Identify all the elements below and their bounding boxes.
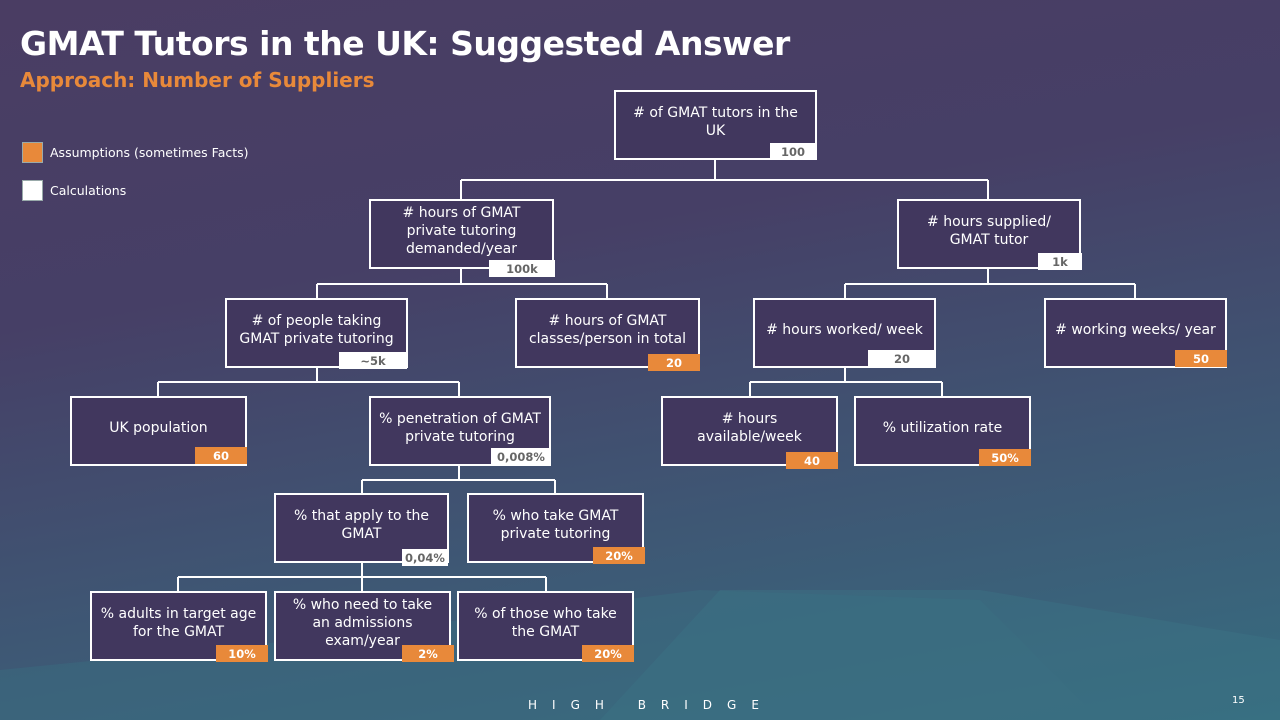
node-label: # hours available/week [697, 411, 802, 445]
tree-node: % penetration of GMAT private tutoring [369, 396, 551, 466]
node-label: % utilization rate [882, 420, 1003, 436]
white-swatch [22, 180, 43, 201]
brand-logo: HIGH BRIDGE [528, 698, 774, 712]
node-value-badge: 20% [593, 547, 645, 564]
node-value-badge: 100 [770, 143, 816, 160]
node-value-badge: 0,008% [491, 448, 551, 465]
node-value-badge: ~5k [339, 352, 407, 369]
page-title: GMAT Tutors in the UK: Suggested Answer [20, 24, 790, 63]
node-value-badge: 1k [1038, 253, 1082, 270]
node-label: # hours worked/ week [766, 322, 923, 338]
node-value-badge: 0,04% [402, 549, 448, 566]
node-label: # hours of GMAT classes/person in total [528, 313, 687, 347]
node-label: % who take GMAT private tutoring [492, 508, 619, 542]
tree-node: % who take GMAT private tutoring [467, 493, 644, 563]
node-label: UK population [109, 420, 208, 436]
node-label: # working weeks/ year [1055, 322, 1216, 338]
node-value-badge: 60 [195, 447, 247, 464]
node-value-badge: 20% [582, 645, 634, 662]
node-value-badge: 50% [979, 449, 1031, 466]
legend-label: Assumptions (sometimes Facts) [50, 145, 249, 160]
legend-assumptions: Assumptions (sometimes Facts) [22, 142, 249, 163]
node-value-badge: 2% [402, 645, 454, 662]
node-label: % penetration of GMAT private tutoring [379, 411, 541, 445]
node-value-badge: 20 [648, 354, 700, 371]
orange-swatch [22, 142, 43, 163]
node-label: % adults in target age for the GMAT [100, 606, 257, 640]
node-value-badge: 40 [786, 452, 838, 469]
tree-node: # hours of GMAT private tutoring demande… [369, 199, 554, 269]
node-value-badge: 20 [868, 350, 936, 367]
node-label: % that apply to the GMAT [293, 508, 430, 542]
node-label: # hours supplied/ GMAT tutor [927, 214, 1051, 248]
legend-label: Calculations [50, 183, 127, 198]
legend-calculations: Calculations [22, 180, 126, 201]
node-label: # of people taking GMAT private tutoring [239, 313, 394, 347]
node-label: # hours of GMAT private tutoring demande… [402, 205, 521, 257]
node-label: % who need to take an admissions exam/ye… [292, 597, 433, 649]
page-number: 15 [1232, 695, 1245, 706]
node-value-badge: 50 [1175, 350, 1227, 367]
node-label: % of those who take the GMAT [474, 606, 617, 640]
page-subtitle: Approach: Number of Suppliers [20, 68, 375, 92]
node-label: # of GMAT tutors in the UK [633, 105, 798, 139]
node-value-badge: 100k [489, 260, 555, 277]
node-value-badge: 10% [216, 645, 268, 662]
